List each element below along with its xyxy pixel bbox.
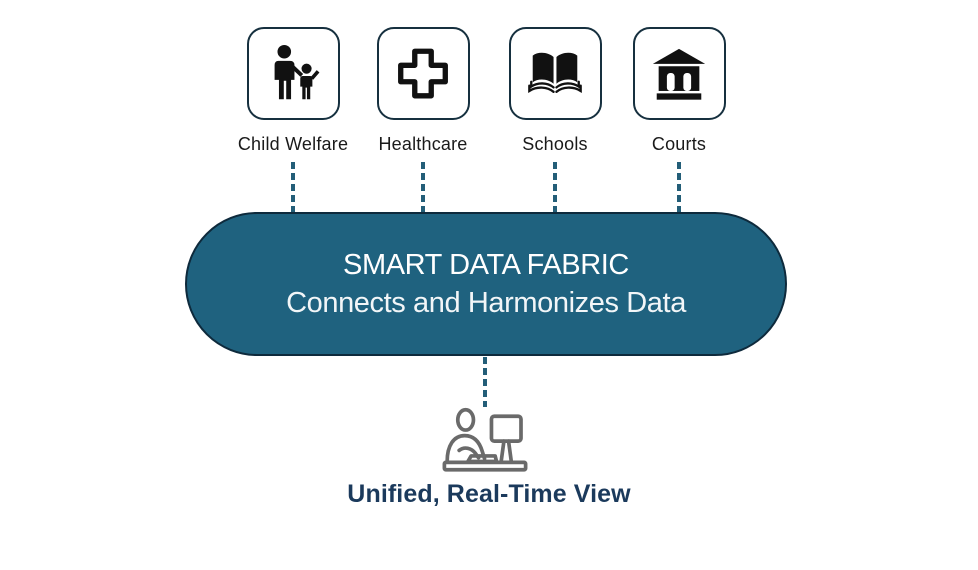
schools-box (508, 27, 602, 120)
courthouse-icon (648, 43, 710, 105)
source-label: Courts (651, 134, 707, 154)
fabric-title: SMART DATA FABRIC (343, 249, 629, 281)
source-node-child-welfare: Child Welfare (218, 27, 368, 155)
medical-cross-icon (392, 43, 454, 105)
person-at-computer-icon (440, 407, 530, 479)
output-title: Unified, Real-Time View (347, 480, 631, 508)
smart-data-fabric-pill: SMART DATA FABRIC Connects and Harmonize… (185, 212, 787, 356)
courts-box (632, 27, 726, 120)
connector-courts (677, 162, 681, 212)
connector-schools (553, 162, 557, 212)
source-label: Healthcare (378, 134, 468, 154)
fabric-subtitle: Connects and Harmonizes Data (286, 287, 686, 319)
source-node-courts: Courts (604, 27, 754, 155)
family-icon (262, 43, 324, 105)
open-book-icon (524, 43, 586, 105)
source-label: Child Welfare (237, 134, 349, 154)
child-welfare-box (246, 27, 340, 120)
healthcare-box (376, 27, 470, 120)
connector-output (483, 357, 487, 407)
source-node-schools: Schools (480, 27, 630, 155)
source-node-healthcare: Healthcare (348, 27, 498, 155)
connector-healthcare (421, 162, 425, 212)
connector-child-welfare (291, 162, 295, 212)
source-label: Schools (522, 134, 588, 154)
